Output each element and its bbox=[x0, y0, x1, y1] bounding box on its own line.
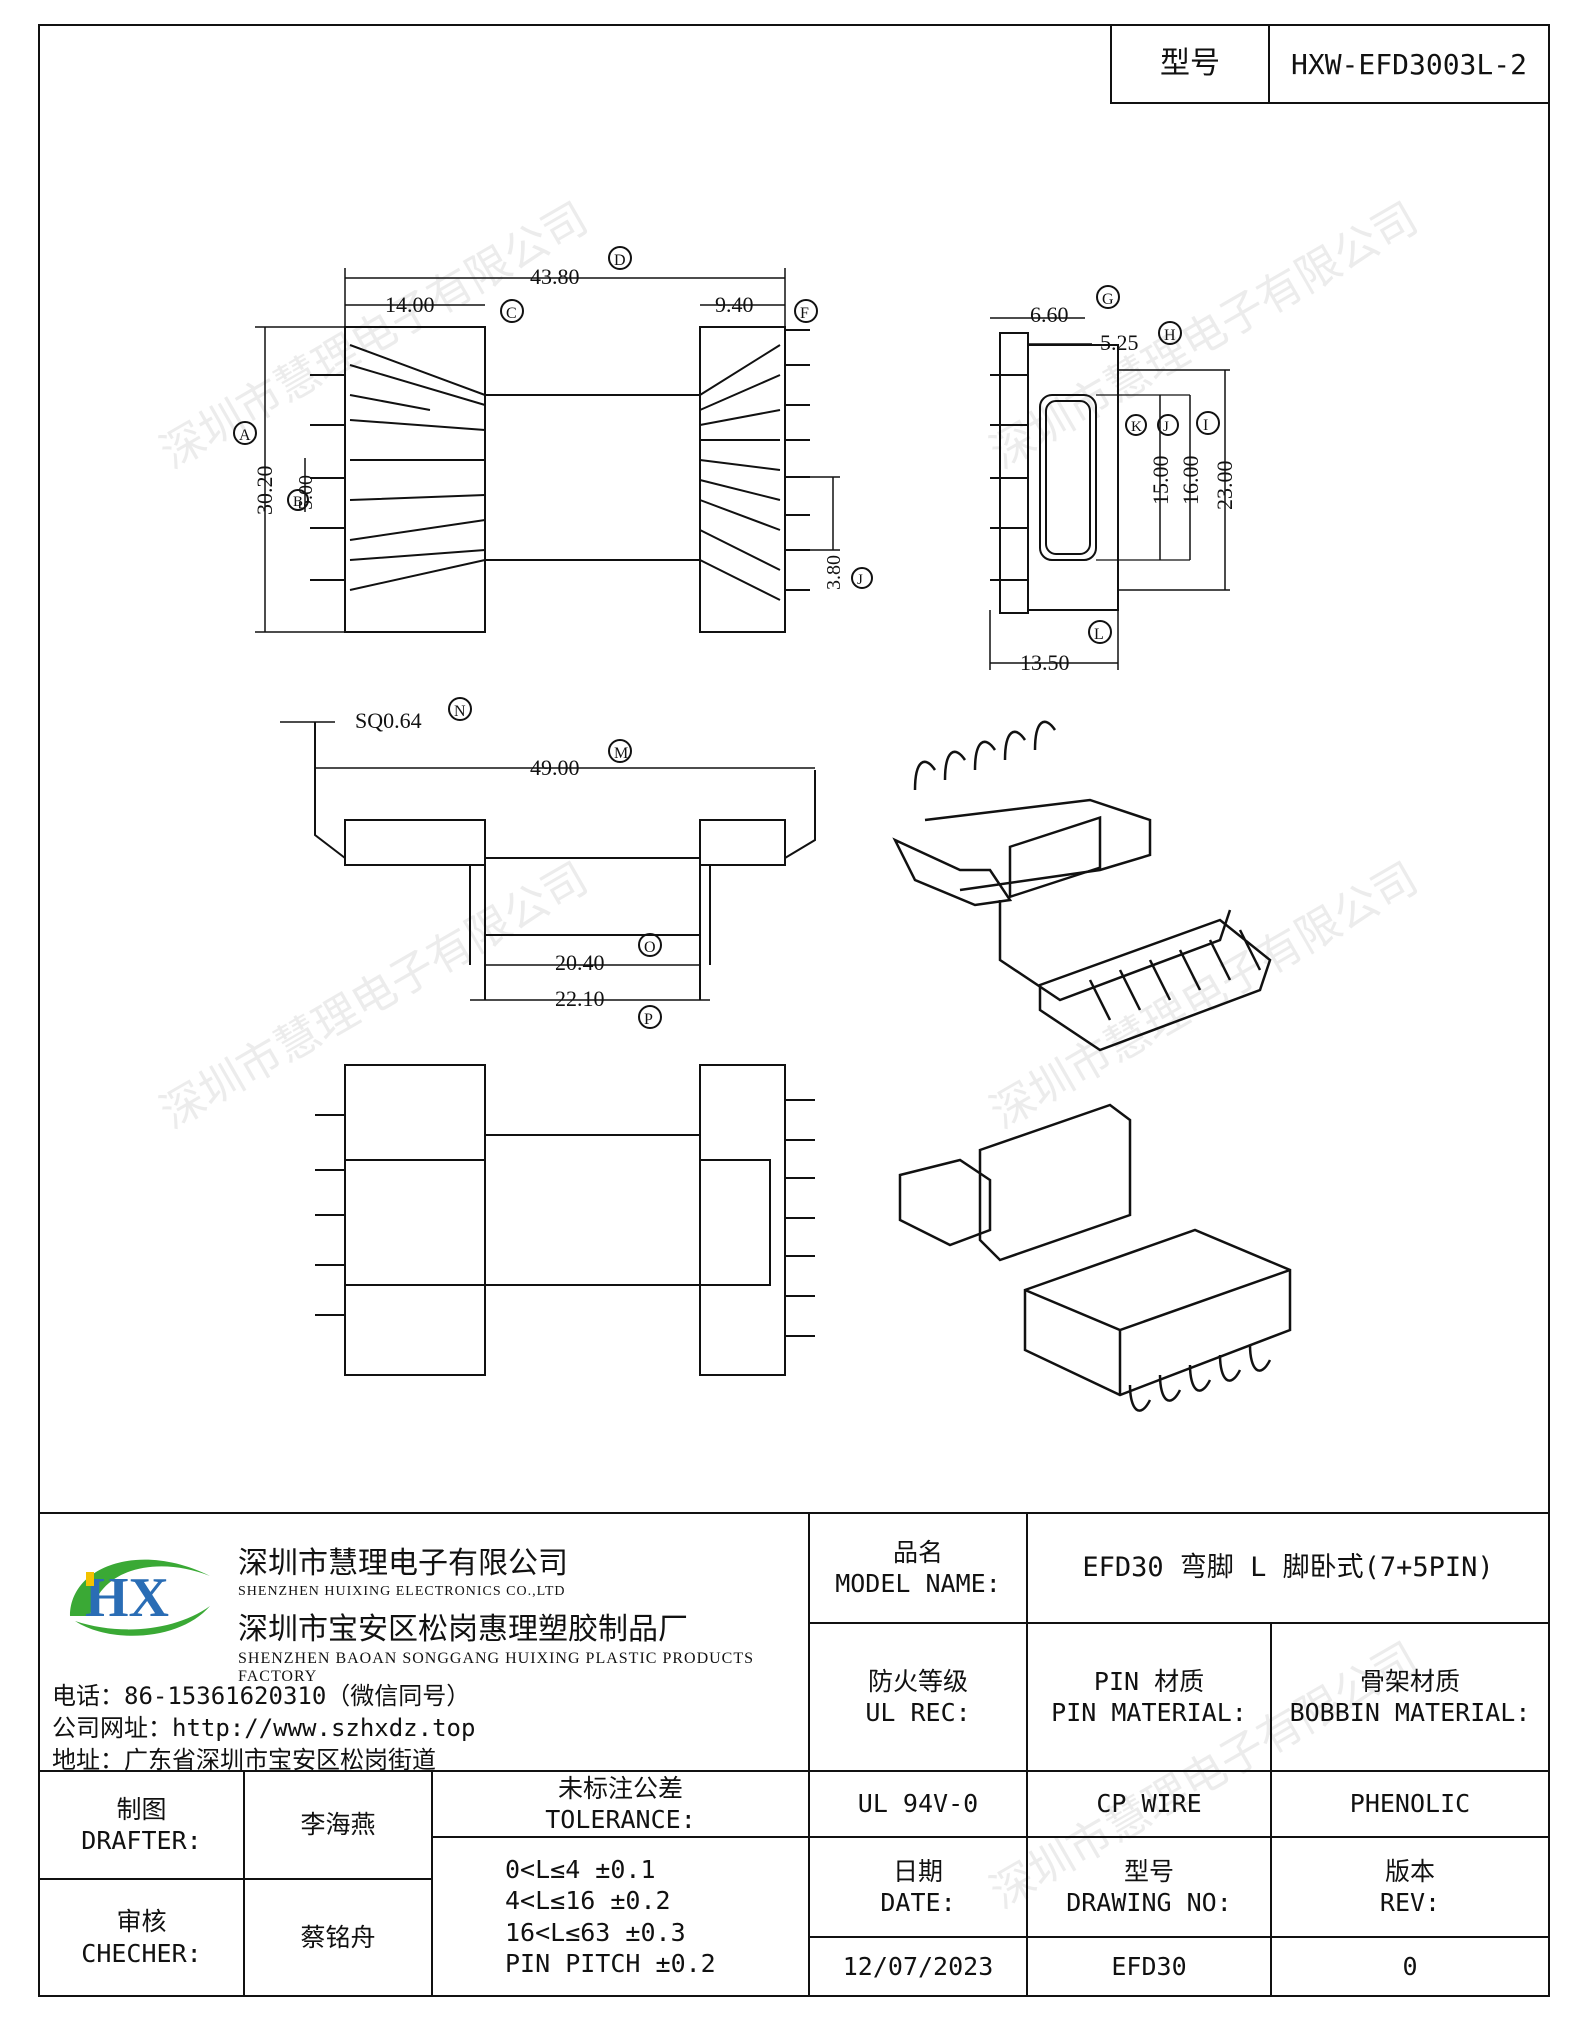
tolerance-line: 16<L≤63 ±0.3 bbox=[505, 1917, 686, 1947]
date-value: 12/07/2023 bbox=[808, 1936, 1028, 1997]
svg-text:J: J bbox=[857, 572, 863, 588]
company-name-en: SHENZHEN HUIXING ELECTRONICS CO.,LTD bbox=[238, 1584, 566, 1599]
factory-name-cn: 深圳市宝安区松岗惠理塑胶制品厂 bbox=[238, 1612, 688, 1647]
company-name-cn: 深圳市慧理电子有限公司 bbox=[238, 1546, 568, 1581]
svg-text:L: L bbox=[1094, 626, 1104, 643]
svg-text:J: J bbox=[1163, 419, 1169, 435]
svg-text:D: D bbox=[614, 252, 626, 269]
rev-value: 0 bbox=[1270, 1936, 1550, 1997]
svg-text:P: P bbox=[644, 1011, 653, 1028]
part-number-cell: HXW-EFD3003L-2 bbox=[1268, 24, 1550, 104]
pin-value: CP WIRE bbox=[1026, 1770, 1272, 1838]
tolerance-line: PIN PITCH ±0.2 bbox=[505, 1948, 716, 1978]
dim-side-l: 13.50 bbox=[1020, 650, 1070, 675]
iso-view-top bbox=[892, 720, 1272, 1052]
pin-material-label: PIN 材质 PIN MATERIAL: bbox=[1026, 1622, 1272, 1772]
svg-text:K: K bbox=[1131, 419, 1142, 435]
iso-view-bottom bbox=[898, 815, 1292, 1412]
svg-text:O: O bbox=[644, 939, 656, 956]
dim-right-flange: 9.40 bbox=[715, 292, 754, 317]
top-view: 43.80 D 14.00 C 9.40 F 30.20 A 5.00 B 3.… bbox=[233, 246, 873, 633]
svg-text:C: C bbox=[506, 305, 517, 322]
drafter-name: 李海燕 bbox=[243, 1770, 433, 1880]
tolerance-line: 4<L≤16 ±0.2 bbox=[505, 1886, 671, 1916]
svg-text:G: G bbox=[1102, 291, 1114, 308]
tolerance-values: 0<L≤4 ±0.1 4<L≤16 ±0.2 16<L≤63 ±0.3 PIN … bbox=[431, 1836, 810, 1997]
ul-value: UL 94V-0 bbox=[808, 1770, 1028, 1838]
svg-text:F: F bbox=[800, 305, 809, 322]
factory-name-en: SHENZHEN BAOAN SONGGANG HUIXING PLASTIC … bbox=[238, 1650, 755, 1685]
rev-label: 版本 REV: bbox=[1270, 1836, 1550, 1938]
dim-pitch-j: 3.80 bbox=[823, 555, 845, 590]
company-block: HX 深圳市慧理电子有限公司 SHENZHEN HUIXING ELECTRON… bbox=[38, 1512, 810, 1774]
drafter-label: 制图 DRAFTER: bbox=[38, 1770, 245, 1880]
technical-drawing: 43.80 D 14.00 C 9.40 F 30.20 A 5.00 B 3.… bbox=[233, 246, 1292, 1412]
bobbin-value: PHENOLIC bbox=[1270, 1770, 1550, 1838]
bottom-view bbox=[315, 1064, 815, 1376]
svg-text:M: M bbox=[614, 745, 628, 762]
checker-label: 审核 CHECHER: bbox=[38, 1878, 245, 1997]
dim-left-flange: 14.00 bbox=[385, 292, 435, 317]
dim-inner-p: 22.10 bbox=[555, 986, 605, 1011]
svg-text:B: B bbox=[293, 494, 303, 510]
dim-side-k: 15.00 bbox=[1148, 456, 1173, 506]
phone: 电话：86-15361620310（微信同号） bbox=[52, 1682, 471, 1710]
dim-pin-sq: SQ0.64 bbox=[355, 708, 422, 733]
part-label-cell: 型号 bbox=[1110, 24, 1270, 104]
dim-total-m: 49.00 bbox=[530, 755, 580, 780]
dim-overall-width: 43.80 bbox=[530, 264, 580, 289]
model-name-label: 品名 MODEL NAME: bbox=[808, 1512, 1028, 1624]
dim-side-h: 5.25 bbox=[1100, 330, 1139, 355]
dim-inner-o: 20.40 bbox=[555, 950, 605, 975]
bobbin-material-label: 骨架材质 BOBBIN MATERIAL: bbox=[1270, 1622, 1550, 1772]
website[interactable]: 公司网址：http://www.szhxdz.top bbox=[52, 1714, 476, 1742]
part-number: HXW-EFD3003L-2 bbox=[1290, 47, 1527, 81]
side-view: 6.60 G 5.25 H 15.00 16.00 23.00 K J I 13… bbox=[989, 285, 1237, 675]
tolerance-label: 未标注公差 TOLERANCE: bbox=[431, 1770, 810, 1838]
drawing-no-label: 型号 DRAWING NO: bbox=[1026, 1836, 1272, 1938]
date-label: 日期 DATE: bbox=[808, 1836, 1028, 1938]
dim-side-i: 23.00 bbox=[1212, 461, 1237, 511]
checker-name: 蔡铭舟 bbox=[243, 1878, 433, 1997]
model-name-value: EFD30 弯脚 L 脚卧式(7+5PIN) bbox=[1026, 1512, 1550, 1624]
dim-height-a: 30.20 bbox=[252, 466, 277, 516]
company-logo: HX bbox=[70, 1559, 210, 1636]
front-view: SQ0.64 N 49.00 M 20.40 O 22.10 P bbox=[280, 697, 816, 1029]
dim-side-j: 16.00 bbox=[1178, 456, 1203, 506]
svg-text:I: I bbox=[1203, 417, 1208, 434]
dim-side-g: 6.60 bbox=[1030, 302, 1069, 327]
part-label: 型号 bbox=[1160, 46, 1220, 82]
svg-text:H: H bbox=[1164, 327, 1176, 344]
address: 地址：广东省深圳市宝安区松岗街道 bbox=[52, 1746, 436, 1774]
tolerance-line: 0<L≤4 ±0.1 bbox=[505, 1855, 656, 1884]
svg-text:N: N bbox=[454, 703, 466, 720]
svg-text:A: A bbox=[239, 427, 251, 444]
drawing-no-value: EFD30 bbox=[1026, 1936, 1272, 1997]
ul-label: 防火等级 UL REC: bbox=[808, 1622, 1028, 1772]
logo-text: HX bbox=[85, 1567, 169, 1629]
